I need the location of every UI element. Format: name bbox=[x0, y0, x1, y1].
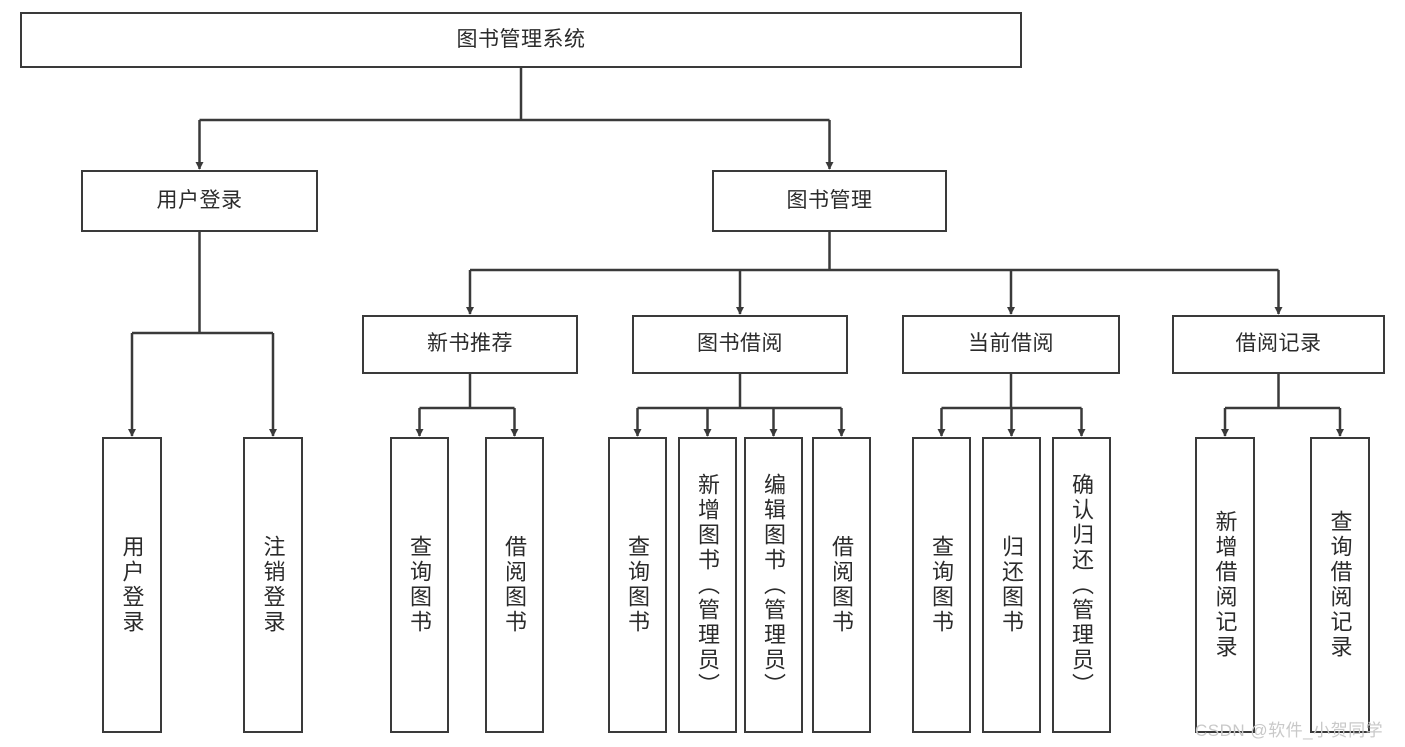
node-label-query-borrow-record: 查询借阅记录 bbox=[1327, 510, 1353, 660]
node-edit-book-admin[interactable]: 编辑图书（管理员） bbox=[744, 437, 803, 733]
node-label-return-book: 归还图书 bbox=[999, 535, 1025, 635]
node-label-query-book-3: 查询图书 bbox=[929, 535, 955, 635]
node-label-borrow-book-1: 借阅图书 bbox=[502, 535, 528, 635]
node-label-add-borrow-record: 新增借阅记录 bbox=[1212, 510, 1238, 660]
node-borrow-book-1[interactable]: 借阅图书 bbox=[485, 437, 544, 733]
node-label-borrow-record: 借阅记录 bbox=[1235, 332, 1322, 356]
node-confirm-return-admin[interactable]: 确认归还（管理员） bbox=[1052, 437, 1111, 733]
node-return-book[interactable]: 归还图书 bbox=[982, 437, 1041, 733]
node-label-user-login: 用户登录 bbox=[156, 188, 243, 212]
node-add-borrow-record[interactable]: 新增借阅记录 bbox=[1195, 437, 1255, 733]
node-label-user-logout: 注销登录 bbox=[260, 535, 286, 635]
node-user-login-do[interactable]: 用户登录 bbox=[102, 437, 162, 733]
node-borrow-book-2[interactable]: 借阅图书 bbox=[812, 437, 871, 733]
node-label-current-borrow: 当前借阅 bbox=[968, 332, 1054, 356]
node-label-new-book-recommend: 新书推荐 bbox=[427, 332, 513, 356]
node-root[interactable]: 图书管理系统 bbox=[20, 12, 1022, 68]
node-label-query-book-2: 查询图书 bbox=[625, 535, 651, 635]
node-book-manage[interactable]: 图书管理 bbox=[712, 170, 947, 232]
node-query-borrow-record[interactable]: 查询借阅记录 bbox=[1310, 437, 1370, 733]
node-label-edit-book-admin: 编辑图书（管理员） bbox=[761, 472, 787, 698]
node-user-logout[interactable]: 注销登录 bbox=[243, 437, 303, 733]
node-label-query-book-1: 查询图书 bbox=[407, 535, 433, 635]
node-user-login[interactable]: 用户登录 bbox=[81, 170, 318, 232]
node-label-add-book-admin: 新增图书（管理员） bbox=[695, 472, 721, 698]
csdn-watermark: CSDN @软件_小贺同学 bbox=[1195, 721, 1384, 740]
node-label-root: 图书管理系统 bbox=[456, 27, 586, 51]
node-add-book-admin[interactable]: 新增图书（管理员） bbox=[678, 437, 737, 733]
node-label-book-manage: 图书管理 bbox=[786, 188, 873, 212]
node-book-borrow[interactable]: 图书借阅 bbox=[632, 315, 848, 374]
node-borrow-record[interactable]: 借阅记录 bbox=[1172, 315, 1385, 374]
node-label-confirm-return-admin: 确认归还（管理员） bbox=[1069, 472, 1095, 698]
node-query-book-1[interactable]: 查询图书 bbox=[390, 437, 449, 733]
node-label-borrow-book-2: 借阅图书 bbox=[829, 535, 855, 635]
node-label-user-login-do: 用户登录 bbox=[119, 535, 145, 635]
node-new-book-recommend[interactable]: 新书推荐 bbox=[362, 315, 578, 374]
node-label-book-borrow: 图书借阅 bbox=[697, 332, 783, 356]
node-query-book-3[interactable]: 查询图书 bbox=[912, 437, 971, 733]
node-query-book-2[interactable]: 查询图书 bbox=[608, 437, 667, 733]
node-current-borrow[interactable]: 当前借阅 bbox=[902, 315, 1120, 374]
